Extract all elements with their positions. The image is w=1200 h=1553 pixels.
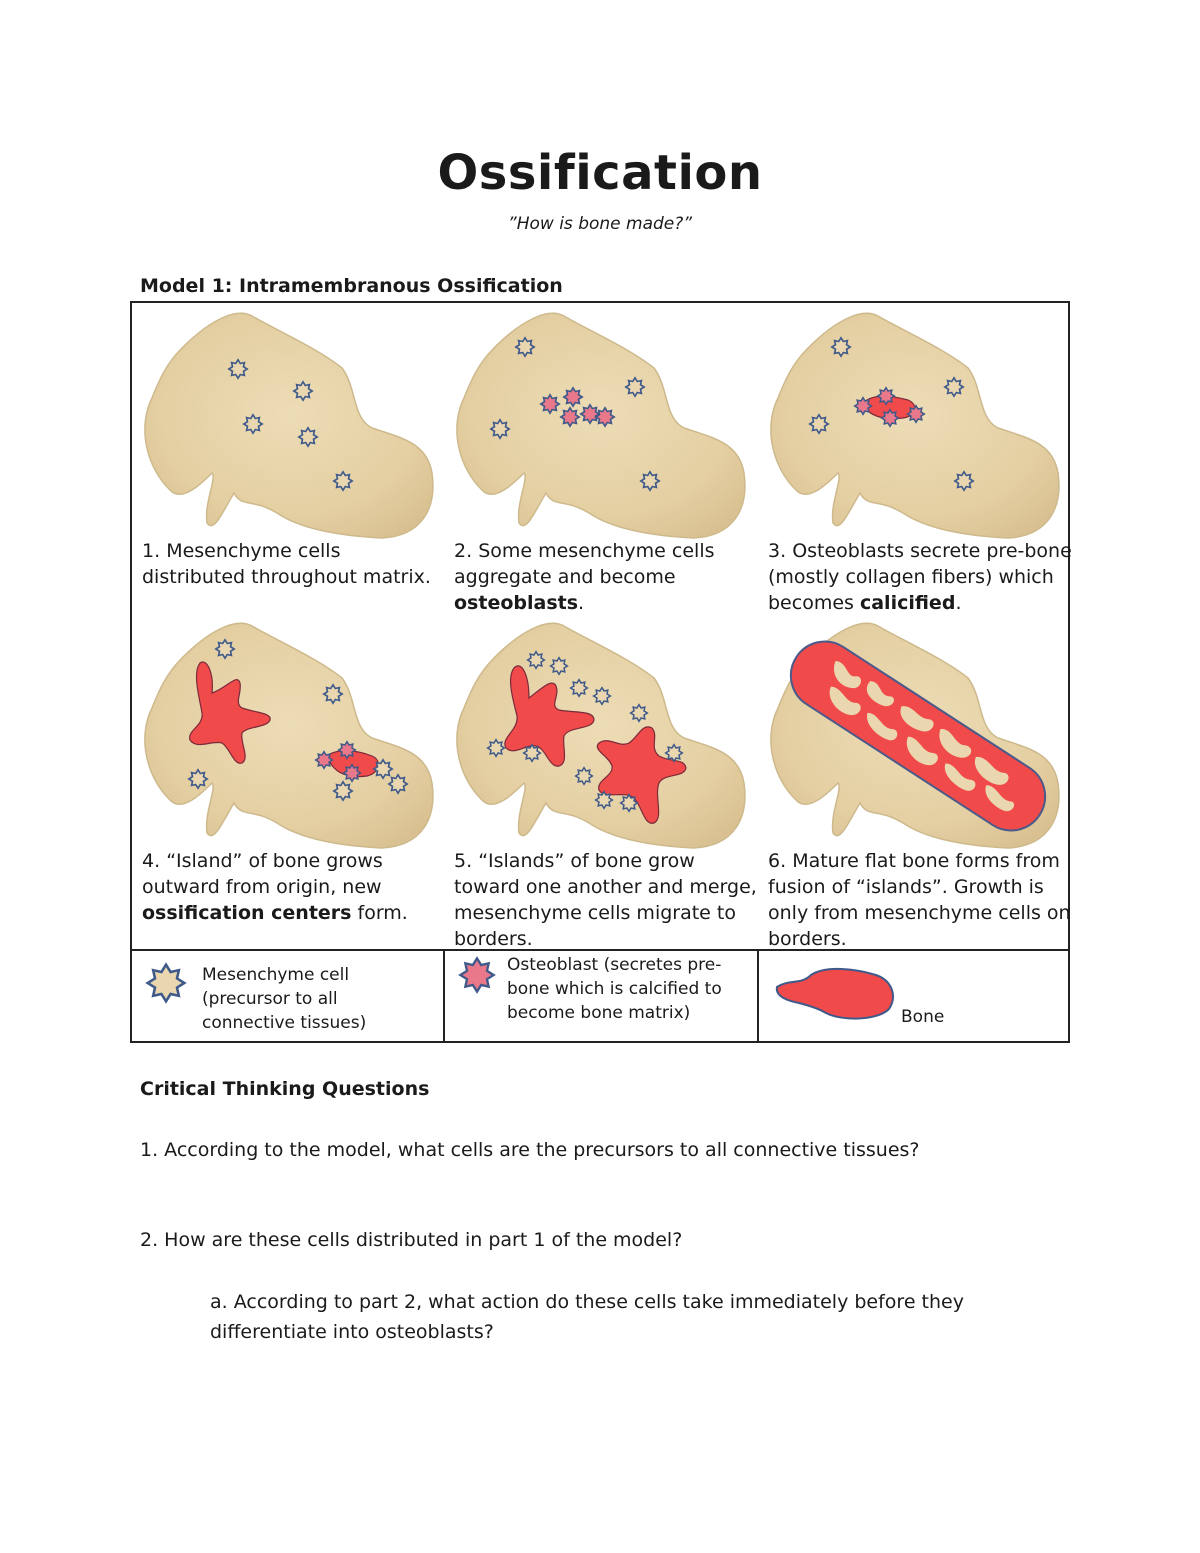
question-2: 2. How are these cells distributed in pa… <box>140 1229 683 1251</box>
legend-mesenchyme: Mesenchyme cell (precursor to all connec… <box>132 951 442 1043</box>
legend-bone: Bone <box>759 951 1069 1043</box>
page-subtitle: ”How is bone made?” <box>507 214 693 234</box>
legend-divider <box>132 949 1068 951</box>
page-title: Ossification <box>437 145 763 201</box>
panel-2-caption: 2. Some mesenchyme cells aggregate and b… <box>454 540 715 614</box>
questions-heading: Critical Thinking Questions <box>140 1078 430 1100</box>
legend-bone-label: Bone <box>901 1007 945 1027</box>
panel-6-caption: 6. Mature flat bone forms from fusion of… <box>768 850 1071 950</box>
panel-6-illustration <box>770 622 1060 849</box>
legend-divider-1 <box>443 951 445 1043</box>
panel-4-caption: 4. “Island” of bone grows outward from o… <box>142 850 408 924</box>
panel-5-illustration <box>456 622 746 849</box>
panel-1-caption: 1. Mesenchyme cells distributed througho… <box>142 540 431 588</box>
panel-4-illustration <box>144 622 434 849</box>
question-1: 1. According to the model, what cells ar… <box>140 1139 920 1161</box>
panel-3-illustration <box>770 312 1060 539</box>
osteoblast-cell-icon <box>458 956 496 994</box>
legend-mesenchyme-label: Mesenchyme cell (precursor to all connec… <box>202 965 367 1033</box>
legend-osteoblast: Osteoblast (secretes pre-bone which is c… <box>445 951 755 1043</box>
mesenchyme-cell-icon <box>145 962 187 1004</box>
model-heading: Model 1: Intramembranous Ossification <box>140 275 563 297</box>
panel-5-caption: 5. “Islands” of bone grow toward one ano… <box>454 850 757 950</box>
legend-divider-2 <box>757 951 759 1043</box>
panel-1-illustration <box>144 312 434 539</box>
panel-2-illustration <box>456 312 746 539</box>
bone-icon <box>775 967 894 1020</box>
question-2a: a. According to part 2, what action do t… <box>210 1291 964 1343</box>
panel-3-caption: 3. Osteoblasts secrete pre-bone (mostly … <box>768 540 1072 614</box>
legend-osteoblast-label: Osteoblast (secretes pre-bone which is c… <box>507 955 722 1023</box>
model-figure-box: 1. Mesenchyme cells distributed througho… <box>130 301 1072 1043</box>
